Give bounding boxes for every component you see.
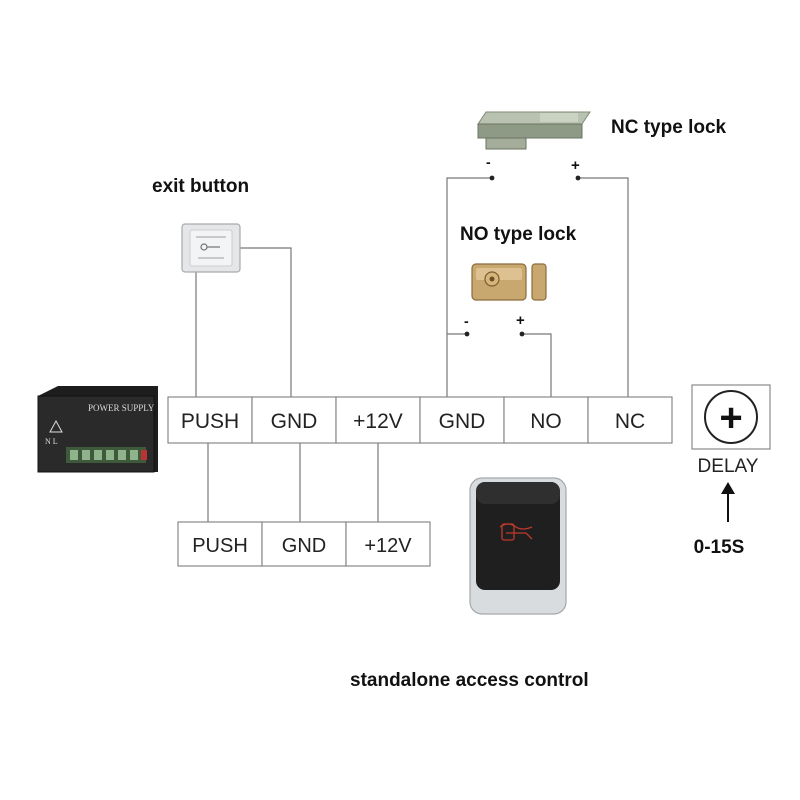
main-terminal-gnd2-box (419, 396, 505, 444)
main-terminal-nc-box (587, 396, 673, 444)
main-terminal-no-box (503, 396, 589, 444)
delay-arrow-icon (721, 482, 735, 522)
nc-lock-image (477, 111, 591, 150)
no-lock-image (471, 263, 547, 301)
main-terminal-gnd: GND (271, 410, 318, 433)
main-terminal-gnd2: GND (439, 410, 486, 433)
power-supply-mark: N L (45, 437, 58, 446)
controller-terminal-12v-box (345, 521, 431, 567)
delay-range-label: 0-15S (694, 537, 745, 558)
wire-nc-minus (446, 177, 492, 397)
main-terminal-no: NO (530, 410, 562, 433)
exit-button-image (181, 223, 241, 273)
no-plus-sign: + (516, 312, 525, 329)
main-terminal-12v-box (335, 396, 421, 444)
controller-terminal-push-box (177, 521, 263, 567)
controller-terminal-gnd: GND (282, 535, 326, 557)
controller-terminal-strip: PUSH GND +12V (177, 521, 431, 567)
wire-no-plus (522, 333, 552, 397)
main-terminal-12v: +12V (353, 410, 403, 433)
nc-minus-sign: - (486, 154, 491, 170)
wires (195, 177, 629, 522)
controller-terminal-push: PUSH (192, 535, 248, 557)
no-lock-label: NO type lock (460, 224, 577, 245)
junction-dots (464, 175, 581, 337)
no-minus-sign: - (464, 313, 469, 329)
main-terminal-gnd-box (251, 396, 337, 444)
power-supply-title: POWER SUPPLY (88, 403, 155, 413)
wire-nc-plus (578, 177, 629, 397)
main-terminal-nc: NC (615, 410, 645, 433)
nc-plus-sign: + (571, 157, 580, 174)
delay-label: DELAY (698, 456, 759, 477)
delay-knob: + (691, 384, 771, 450)
power-supply-image: POWER SUPPLY N L (37, 386, 158, 473)
nc-lock-label: NC type lock (611, 117, 727, 138)
main-terminal-push: PUSH (181, 410, 239, 433)
main-terminal-push-box (167, 396, 253, 444)
standalone-label: standalone access control (350, 670, 589, 691)
controller-terminal-12v: +12V (364, 535, 412, 557)
delay-knob-symbol: + (719, 396, 742, 440)
main-terminal-strip: PUSH GND +12V GND NO NC (167, 396, 673, 444)
wire-exit-gnd (240, 247, 292, 397)
access-controller-image (469, 477, 567, 615)
exit-button-label: exit button (152, 176, 249, 197)
